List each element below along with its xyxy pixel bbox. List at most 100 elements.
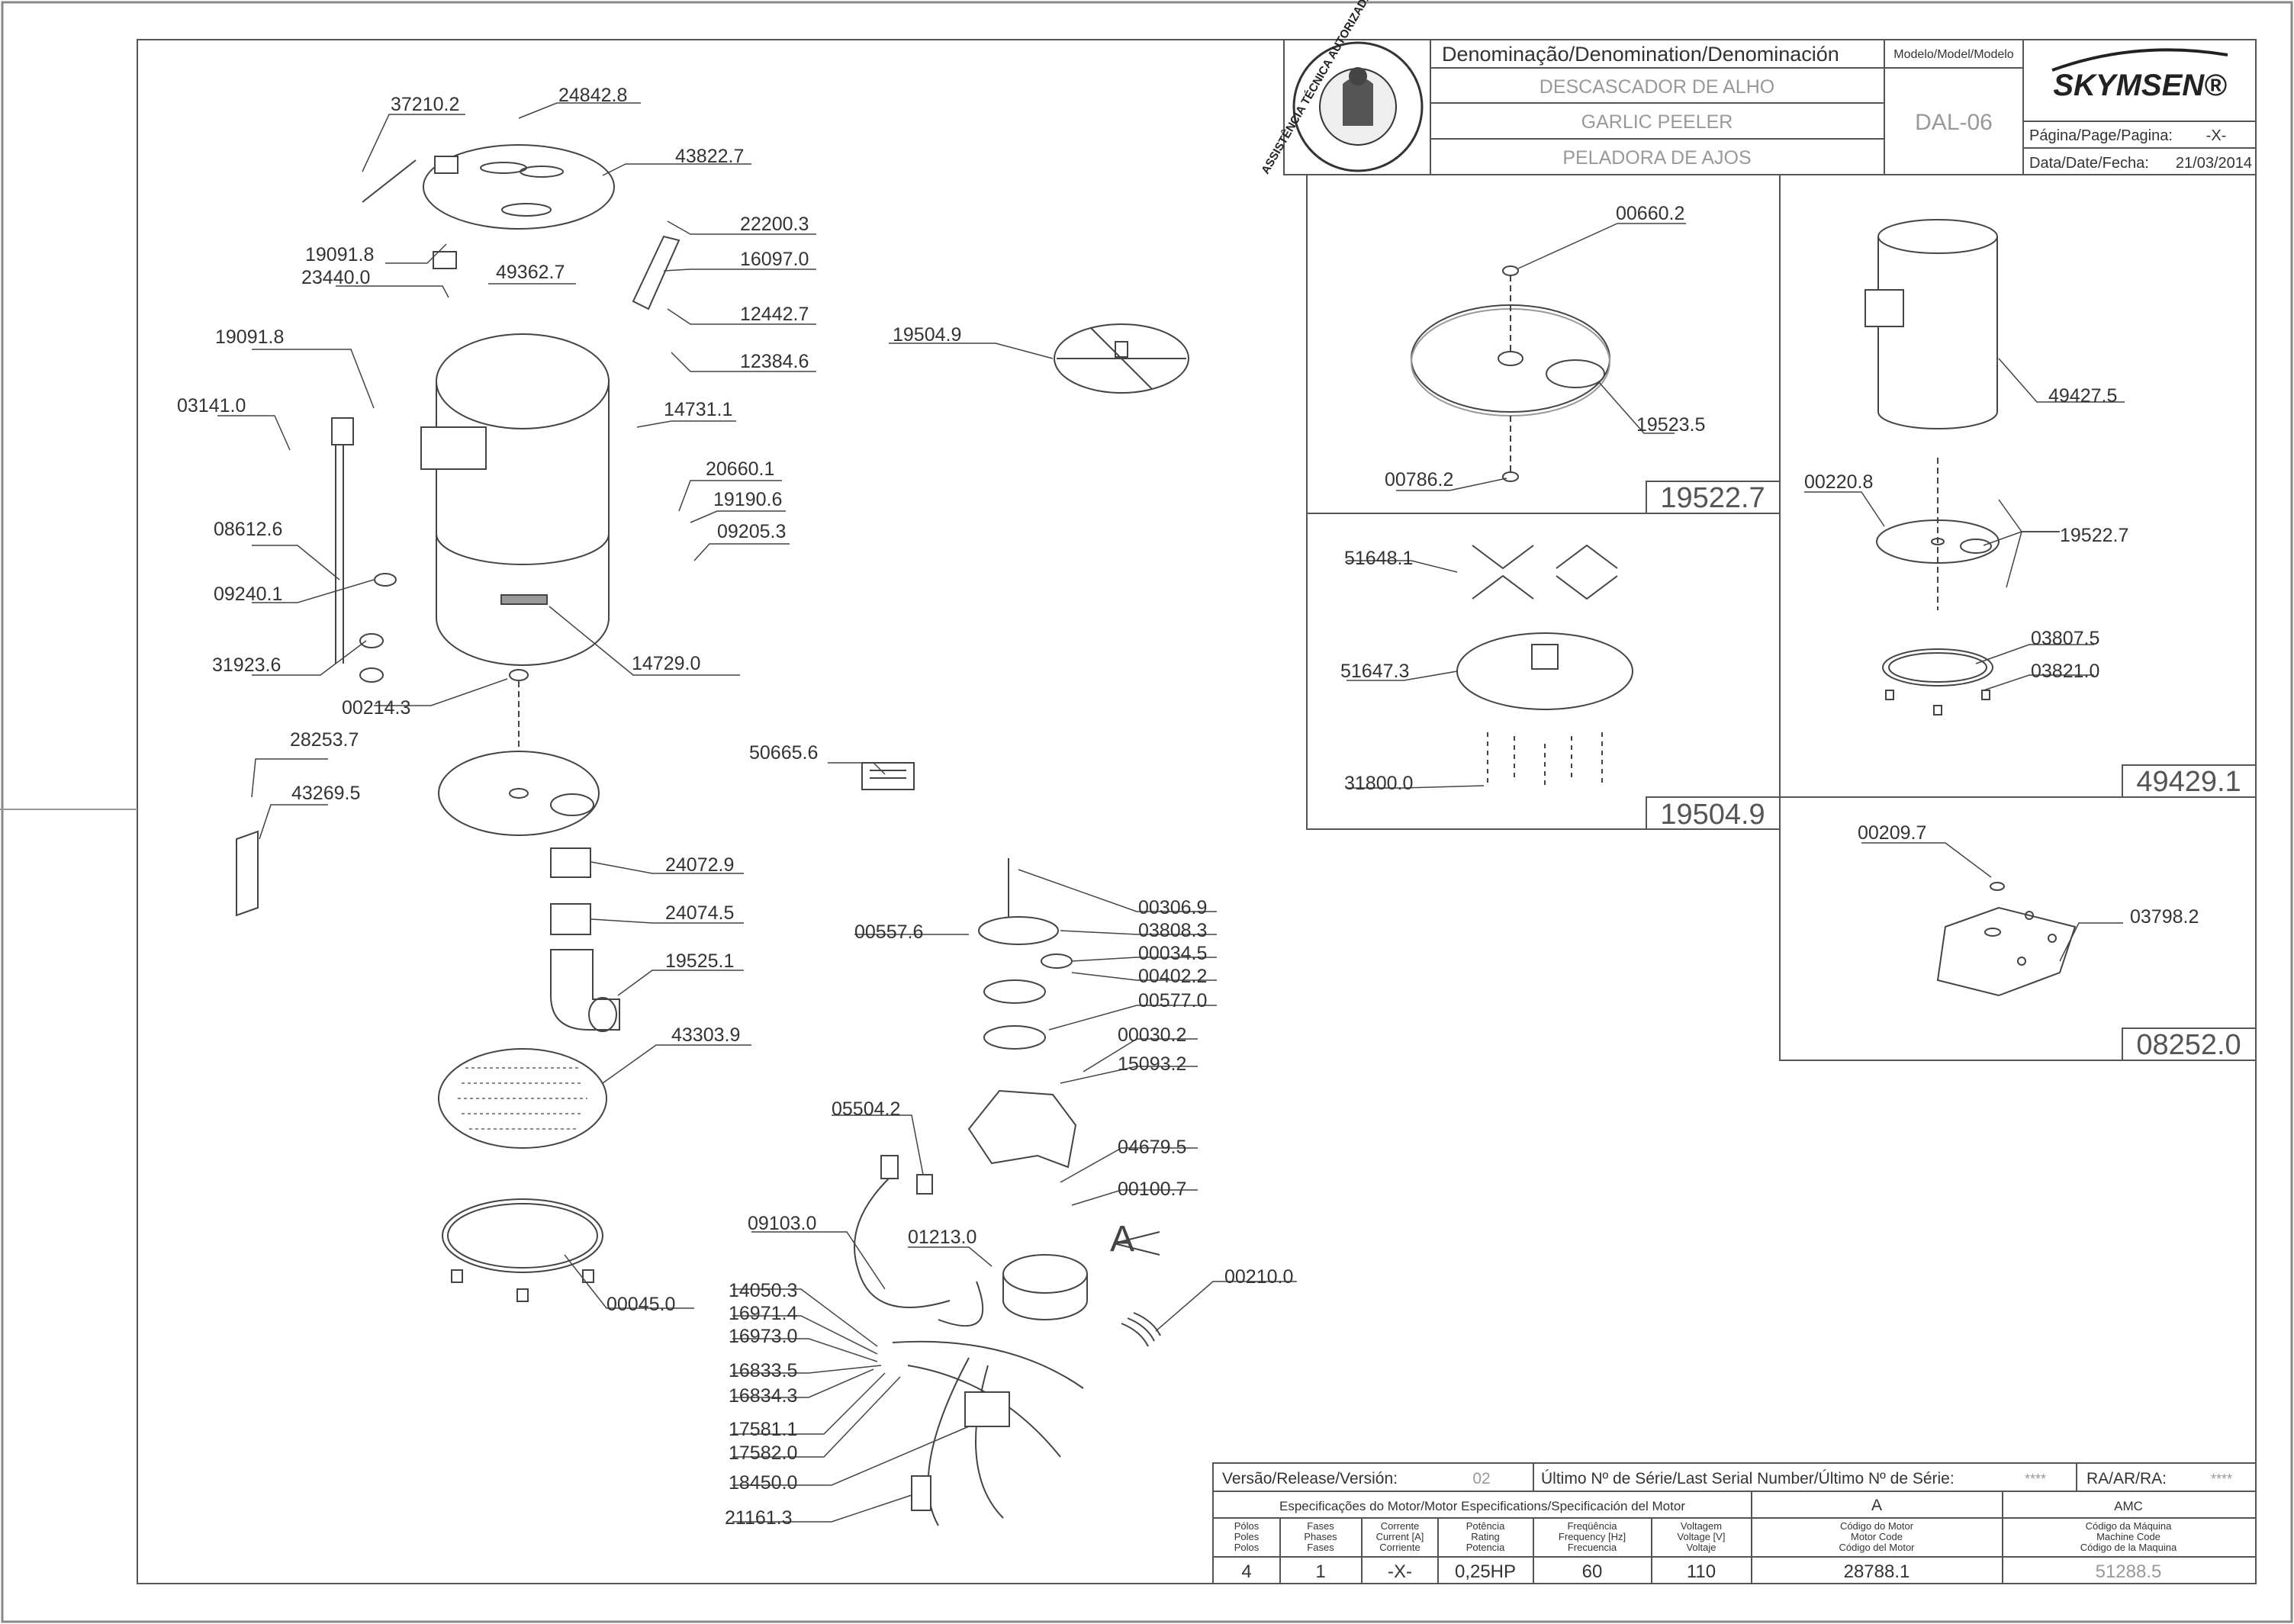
page-label: Página/Page/Pagina: [2029, 127, 2173, 144]
spec-value: 60 [1582, 1561, 1603, 1582]
part-00214-3: 00214.3 [342, 697, 410, 719]
box1-part-00660-2: 00660.2 [1616, 203, 1684, 224]
part-00210-0: 00210.0 [1224, 1266, 1293, 1288]
box4-part-03798-2: 03798.2 [2130, 906, 2199, 928]
spec-header-line: Rating [1471, 1531, 1500, 1542]
part-16971-4: 16971.4 [729, 1303, 797, 1324]
spec-header-line: Voltaje [1686, 1542, 1716, 1553]
spec-value: 110 [1687, 1561, 1716, 1582]
motor-spec-label: Especificações do Motor/Motor Especifica… [1279, 1499, 1685, 1513]
part-14050-3: 14050.3 [729, 1280, 797, 1301]
part-00557-6: 00557.6 [854, 921, 923, 943]
denomination-label: Denominação/Denomination/Denominación [1442, 43, 1839, 66]
part-43822-7: 43822.7 [675, 146, 744, 167]
part-00034-5: 00034.5 [1138, 943, 1207, 964]
part-16833-5: 16833.5 [729, 1360, 797, 1381]
box1-part-19523-5: 19523.5 [1636, 414, 1705, 436]
spec-header-line: Frecuencia [1568, 1542, 1617, 1553]
detail-motor-plate [1936, 882, 2077, 997]
date-label: Data/Date/Fecha: [2029, 155, 2149, 172]
spec-header-line: Voltagem [1681, 1520, 1722, 1532]
title-block: ASSISTÊNCIA TÉCNICA AUTORIZADA Denominaç… [1258, 0, 2257, 176]
part-17582-0: 17582.0 [729, 1442, 797, 1464]
part-14731-1: 14731.1 [664, 399, 732, 420]
release-label: Versão/Release/Versión: [1222, 1470, 1398, 1487]
part-18450-0: 18450.0 [729, 1472, 797, 1494]
part-09103-0: 09103.0 [748, 1213, 816, 1234]
part-19525-1: 19525.1 [665, 950, 734, 972]
part-24074-5: 24074.5 [665, 902, 734, 924]
part-12442-7: 12442.7 [740, 304, 809, 325]
detail-boxes [1306, 174, 2257, 1061]
product-name-en: GARLIC PEELER [1581, 111, 1733, 133]
box4-part-00209-7: 00209.7 [1858, 822, 1926, 844]
part-20660-1: 20660.1 [706, 458, 774, 480]
page-value: -X- [2206, 127, 2227, 144]
serial-label: Último Nº de Série/Last Serial Number/Úl… [1541, 1470, 1955, 1487]
spec-header-line: Potência [1466, 1520, 1505, 1532]
product-name-es: PELADORA DE AJOS [1562, 147, 1751, 169]
detail-id-19522-7: 19522.7 [1660, 482, 1765, 514]
part-16097-0: 16097.0 [740, 249, 809, 270]
detail-a-callout: A [1110, 1219, 1134, 1259]
detail-drum-assembly [1864, 219, 2000, 716]
part-23440-0: 23440.0 [301, 267, 370, 288]
part-49362-7: 49362.7 [496, 262, 565, 283]
spec-header-line: Machine Code [2096, 1531, 2160, 1542]
part-17581-1: 17581.1 [729, 1419, 797, 1440]
model-value: DAL-06 [1915, 110, 1993, 135]
serial-value: **** [2025, 1471, 2046, 1487]
detail-lid-plate [1411, 265, 1610, 482]
spec-header-line: Corriente [1379, 1542, 1420, 1553]
part-22200-3: 22200.3 [740, 214, 809, 235]
spec-header-line: Fases [1307, 1520, 1334, 1532]
part-24842-8: 24842.8 [558, 85, 627, 106]
detail-disc-with-blades [1456, 544, 1633, 789]
spec-header-line: Poles [1234, 1531, 1260, 1542]
spec-value: 51288.5 [2096, 1561, 2162, 1582]
spec-header-line: Código do Motor [1840, 1520, 1914, 1532]
part-00100-7: 00100.7 [1118, 1179, 1186, 1200]
spec-header-line: Código de la Maquina [2080, 1542, 2177, 1553]
part-03141-0: 03141.0 [177, 395, 246, 416]
part-00045-0: 00045.0 [606, 1294, 675, 1315]
product-name-pt: DESCASCADOR DE ALHO [1540, 76, 1774, 98]
spec-header-line: Corrente [1381, 1520, 1420, 1532]
spec-value: 4 [1241, 1561, 1251, 1582]
release-value: 02 [1472, 1470, 1490, 1487]
part-15093-2: 15093.2 [1118, 1053, 1186, 1075]
box1-part-00786-2: 00786.2 [1385, 469, 1453, 490]
part-19190-6: 19190.6 [713, 489, 782, 510]
spec-value: 28788.1 [1844, 1561, 1910, 1582]
part-19504-9: 19504.9 [893, 324, 961, 346]
box2-part-19522-7: 19522.7 [2060, 525, 2128, 546]
part-00306-9: 00306.9 [1138, 897, 1207, 918]
part-00402-2: 00402.2 [1138, 966, 1207, 987]
part-14729-0: 14729.0 [632, 653, 700, 674]
part-19091-8-b: 19091.8 [215, 326, 284, 348]
part-09205-3: 09205.3 [717, 521, 786, 542]
spec-header-line: Polos [1234, 1542, 1260, 1553]
box2-part-03807-5: 03807.5 [2031, 628, 2099, 649]
detail-id-08252-0: 08252.0 [2136, 1029, 2241, 1061]
spec-header-line: Frequency [Hz] [1559, 1531, 1626, 1542]
part-03808-3: 03808.3 [1138, 920, 1207, 941]
spec-header-line: Código da Máquina [2086, 1520, 2173, 1532]
box3-part-51647-3: 51647.3 [1340, 661, 1409, 682]
part-09240-1: 09240.1 [214, 584, 282, 605]
box2-part-49427-5: 49427.5 [2048, 385, 2117, 407]
authorized-service-seal: ASSISTÊNCIA TÉCNICA AUTORIZADA [1258, 0, 1424, 176]
part-28253-7: 28253.7 [290, 729, 359, 751]
box2-part-03821-0: 03821.0 [2031, 661, 2099, 682]
part-43269-5: 43269.5 [291, 783, 360, 804]
ra-value: **** [2211, 1471, 2232, 1487]
spec-header-line: Potencia [1466, 1542, 1505, 1553]
box3-part-51648-1: 51648.1 [1344, 548, 1413, 569]
brand-logo: SKYMSEN® [2053, 69, 2227, 102]
detail-id-49429-1: 49429.1 [2136, 766, 2241, 798]
spec-header-line: Pólos [1234, 1520, 1260, 1532]
spec-value: 0,25HP [1455, 1561, 1516, 1582]
box2-part-00220-8: 00220.8 [1804, 471, 1873, 493]
